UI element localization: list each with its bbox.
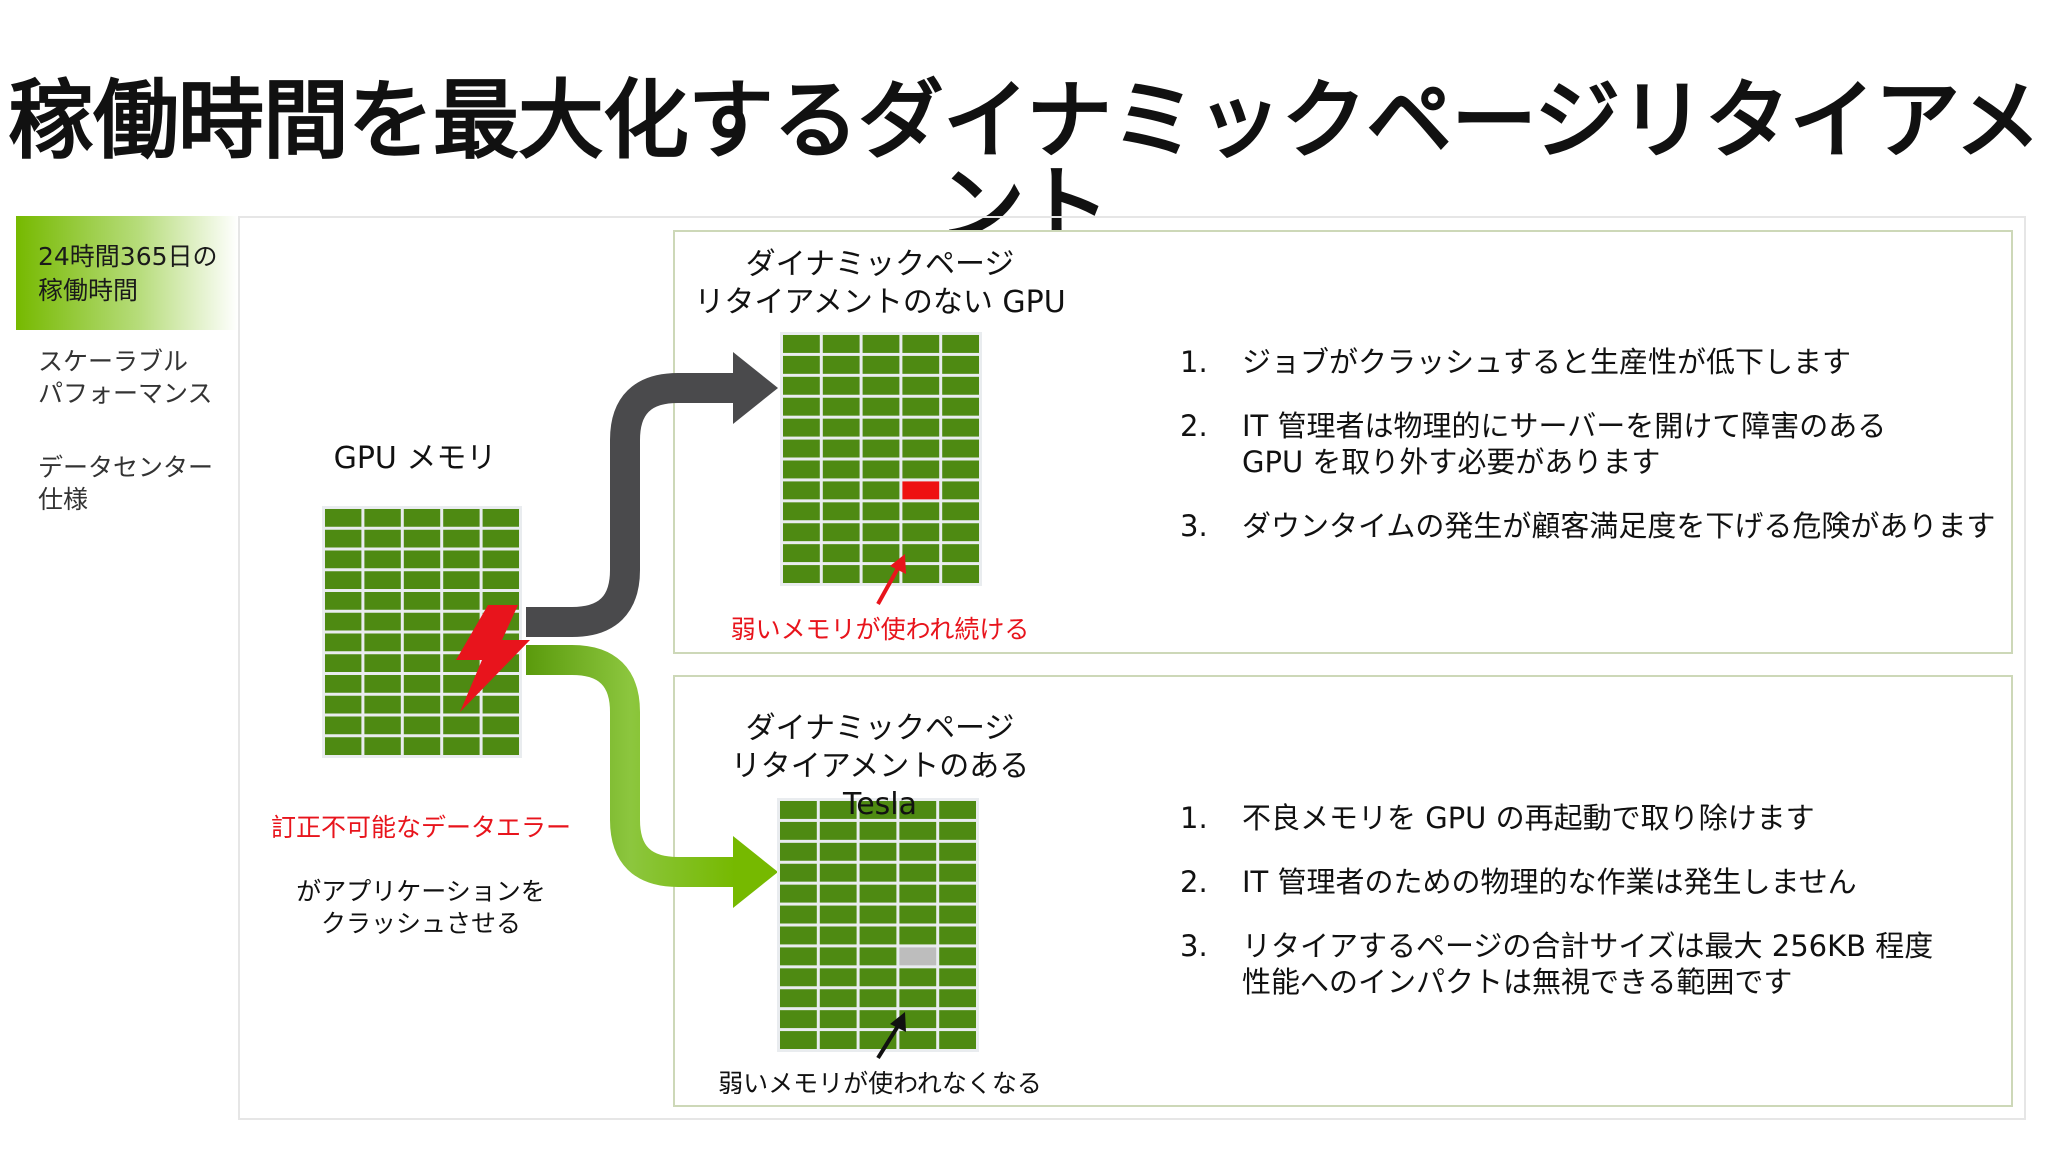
sidebar-tab-scalable-performance[interactable]: スケーラブル パフォーマンス (38, 347, 213, 408)
list-text: リタイアするページの合計サイズは最大 256KB 程度 性能へのインパクトは無視… (1242, 929, 1934, 999)
panel-top-list: 1. ジョブがクラッシュすると生産性が低下します 2. IT 管理者は物理的にサ… (1180, 344, 2000, 572)
list-text: IT 管理者は物理的にサーバーを開けて障害のある GPU を取り外す必要がありま… (1242, 409, 1887, 479)
page-title: 稼働時間を最大化するダイナミックページリタイアメント (7, 71, 2041, 257)
error-caption: がアプリケーションを クラッシュさせる (296, 877, 546, 938)
list-item: 1. 不良メモリを GPU の再起動で取り除けます (1180, 800, 2000, 836)
list-number: 2. (1180, 409, 1208, 443)
list-number: 1. (1180, 801, 1208, 835)
panel-bottom-heading: ダイナミックページ リタイアメントのある Tesla (730, 711, 1030, 822)
list-item: 1. ジョブがクラッシュすると生産性が低下します (1180, 344, 2000, 380)
sidebar-tab-datacenter-spec[interactable]: データセンター 仕様 (38, 453, 214, 514)
panel-top-heading: ダイナミックページ リタイアメントのない GPU (694, 247, 1066, 320)
list-number: 1. (1180, 345, 1208, 379)
panel-bottom-list: 1. 不良メモリを GPU の再起動で取り除けます 2. IT 管理者のための物… (1180, 800, 2000, 1028)
content-frame (238, 216, 2026, 1120)
sidebar-tab-uptime[interactable]: 24時間365日の 稼働時間 (16, 216, 238, 330)
gpu-memory-label: GPU メモリ (333, 441, 497, 476)
error-label-block: 訂正不可能なデータエラー がアプリケーションを クラッシュさせる (236, 780, 606, 972)
panel-bottom-caption: 弱いメモリが使われなくなる (718, 1069, 1042, 1098)
list-text: ジョブがクラッシュすると生産性が低下します (1242, 345, 1852, 379)
list-text: IT 管理者のための物理的な作業は発生しません (1242, 865, 1857, 899)
panel-top-caption: 弱いメモリが使われ続ける (730, 615, 1030, 644)
list-number: 2. (1180, 865, 1208, 899)
list-item: 2. IT 管理者のための物理的な作業は発生しません (1180, 864, 2000, 900)
list-item: 3. リタイアするページの合計サイズは最大 256KB 程度 性能へのインパクト… (1180, 928, 2000, 1000)
list-text: 不良メモリを GPU の再起動で取り除けます (1242, 801, 1815, 835)
error-label: 訂正不可能なデータエラー (270, 813, 571, 842)
sidebar-tab-label: 24時間365日の 稼働時間 (38, 242, 218, 305)
list-number: 3. (1180, 929, 1208, 963)
list-text: ダウンタイムの発生が顧客満足度を下げる危険があります (1242, 509, 1996, 543)
list-number: 3. (1180, 509, 1208, 543)
list-item: 3. ダウンタイムの発生が顧客満足度を下げる危険があります (1180, 508, 2000, 544)
list-item: 2. IT 管理者は物理的にサーバーを開けて障害のある GPU を取り外す必要が… (1180, 408, 2000, 480)
